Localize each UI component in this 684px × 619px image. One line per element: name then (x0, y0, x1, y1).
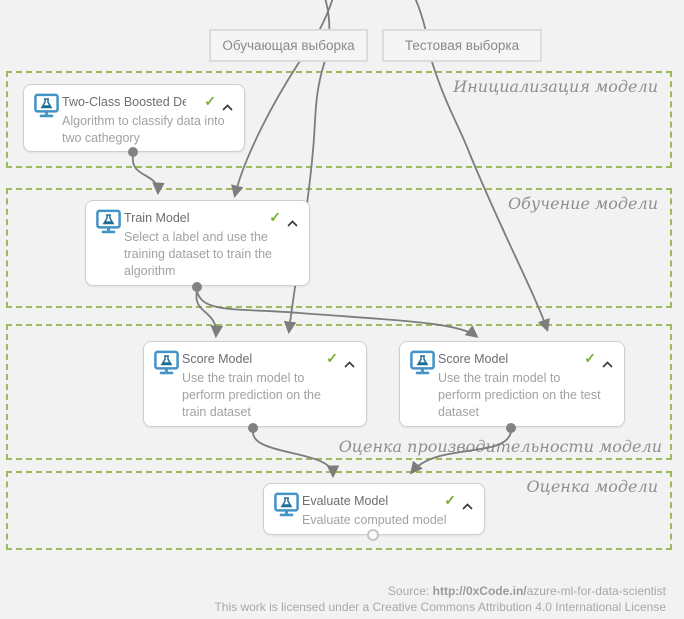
module-description: Select a label and use the training data… (124, 230, 273, 278)
module-score-model-train[interactable]: Score Model ✓ Use the train model to per… (143, 341, 367, 427)
output-port-decision-tree[interactable] (128, 147, 138, 157)
footer-source-url-rest: azure-ml-for-data-scientist (526, 584, 666, 598)
module-train-model[interactable]: Train Model ✓ Select a label and use the… (85, 200, 310, 286)
ml-module-flask-monitor-icon (95, 209, 122, 236)
module-description: Algorithm to classify data into two cath… (62, 114, 225, 145)
source-box-label: Обучающая выборка (222, 38, 355, 53)
source-box-training-sample[interactable]: Обучающая выборка (209, 29, 368, 62)
footer: Source: http://0xCode.in/azure-ml-for-da… (214, 583, 666, 615)
output-port-evaluate-model[interactable] (367, 529, 379, 541)
source-box-label: Тестовая выборка (404, 38, 520, 53)
footer-source-url-bold: http://0xCode.in/ (432, 584, 527, 598)
module-title: Evaluate Model (302, 494, 389, 508)
module-evaluate-model[interactable]: Evaluate Model ✓ Evaluate computed model (263, 483, 485, 535)
ml-module-flask-monitor-icon (409, 350, 436, 377)
collapse-chevron-icon[interactable] (462, 497, 473, 510)
module-two-class-boosted-decision-tree[interactable]: Two-Class Boosted Decision T... ✓ Algori… (23, 84, 245, 152)
ml-module-flask-monitor-icon (33, 93, 60, 120)
output-port-score-model-test[interactable] (506, 423, 516, 433)
module-title: Two-Class Boosted Decision T... (62, 95, 186, 109)
module-title: Train Model (124, 211, 190, 225)
status-check-icon: ✓ (584, 350, 596, 366)
module-score-model-test[interactable]: Score Model ✓ Use the train model to per… (399, 341, 625, 427)
module-description: Use the train model to perform predictio… (182, 371, 321, 419)
collapse-chevron-icon[interactable] (222, 98, 233, 111)
output-port-train-model[interactable] (192, 282, 202, 292)
status-check-icon: ✓ (204, 93, 216, 109)
collapse-chevron-icon[interactable] (602, 355, 613, 368)
ml-module-flask-monitor-icon (153, 350, 180, 377)
ml-module-flask-monitor-icon (273, 492, 300, 519)
region-label: Инициализация модели (453, 77, 658, 96)
footer-source-line: Source: http://0xCode.in/azure-ml-for-da… (214, 583, 666, 599)
footer-license-line: This work is licensed under a Creative C… (214, 600, 666, 614)
status-check-icon: ✓ (269, 209, 281, 225)
module-description: Use the train model to perform predictio… (438, 371, 601, 419)
region-label: Оценка модели (526, 477, 658, 496)
module-title: Score Model (438, 352, 509, 366)
output-port-score-model-train[interactable] (248, 423, 258, 433)
region-label: Оценка производительности модели (338, 437, 662, 456)
collapse-chevron-icon[interactable] (287, 214, 298, 227)
source-box-test-sample[interactable]: Тестовая выборка (382, 29, 542, 62)
module-title: Score Model (182, 352, 253, 366)
region-label: Обучение модели (508, 194, 658, 213)
module-description: Evaluate computed model (302, 513, 447, 527)
footer-source-label: Source: (387, 584, 433, 598)
status-check-icon: ✓ (444, 492, 456, 508)
status-check-icon: ✓ (326, 350, 338, 366)
collapse-chevron-icon[interactable] (344, 355, 355, 368)
